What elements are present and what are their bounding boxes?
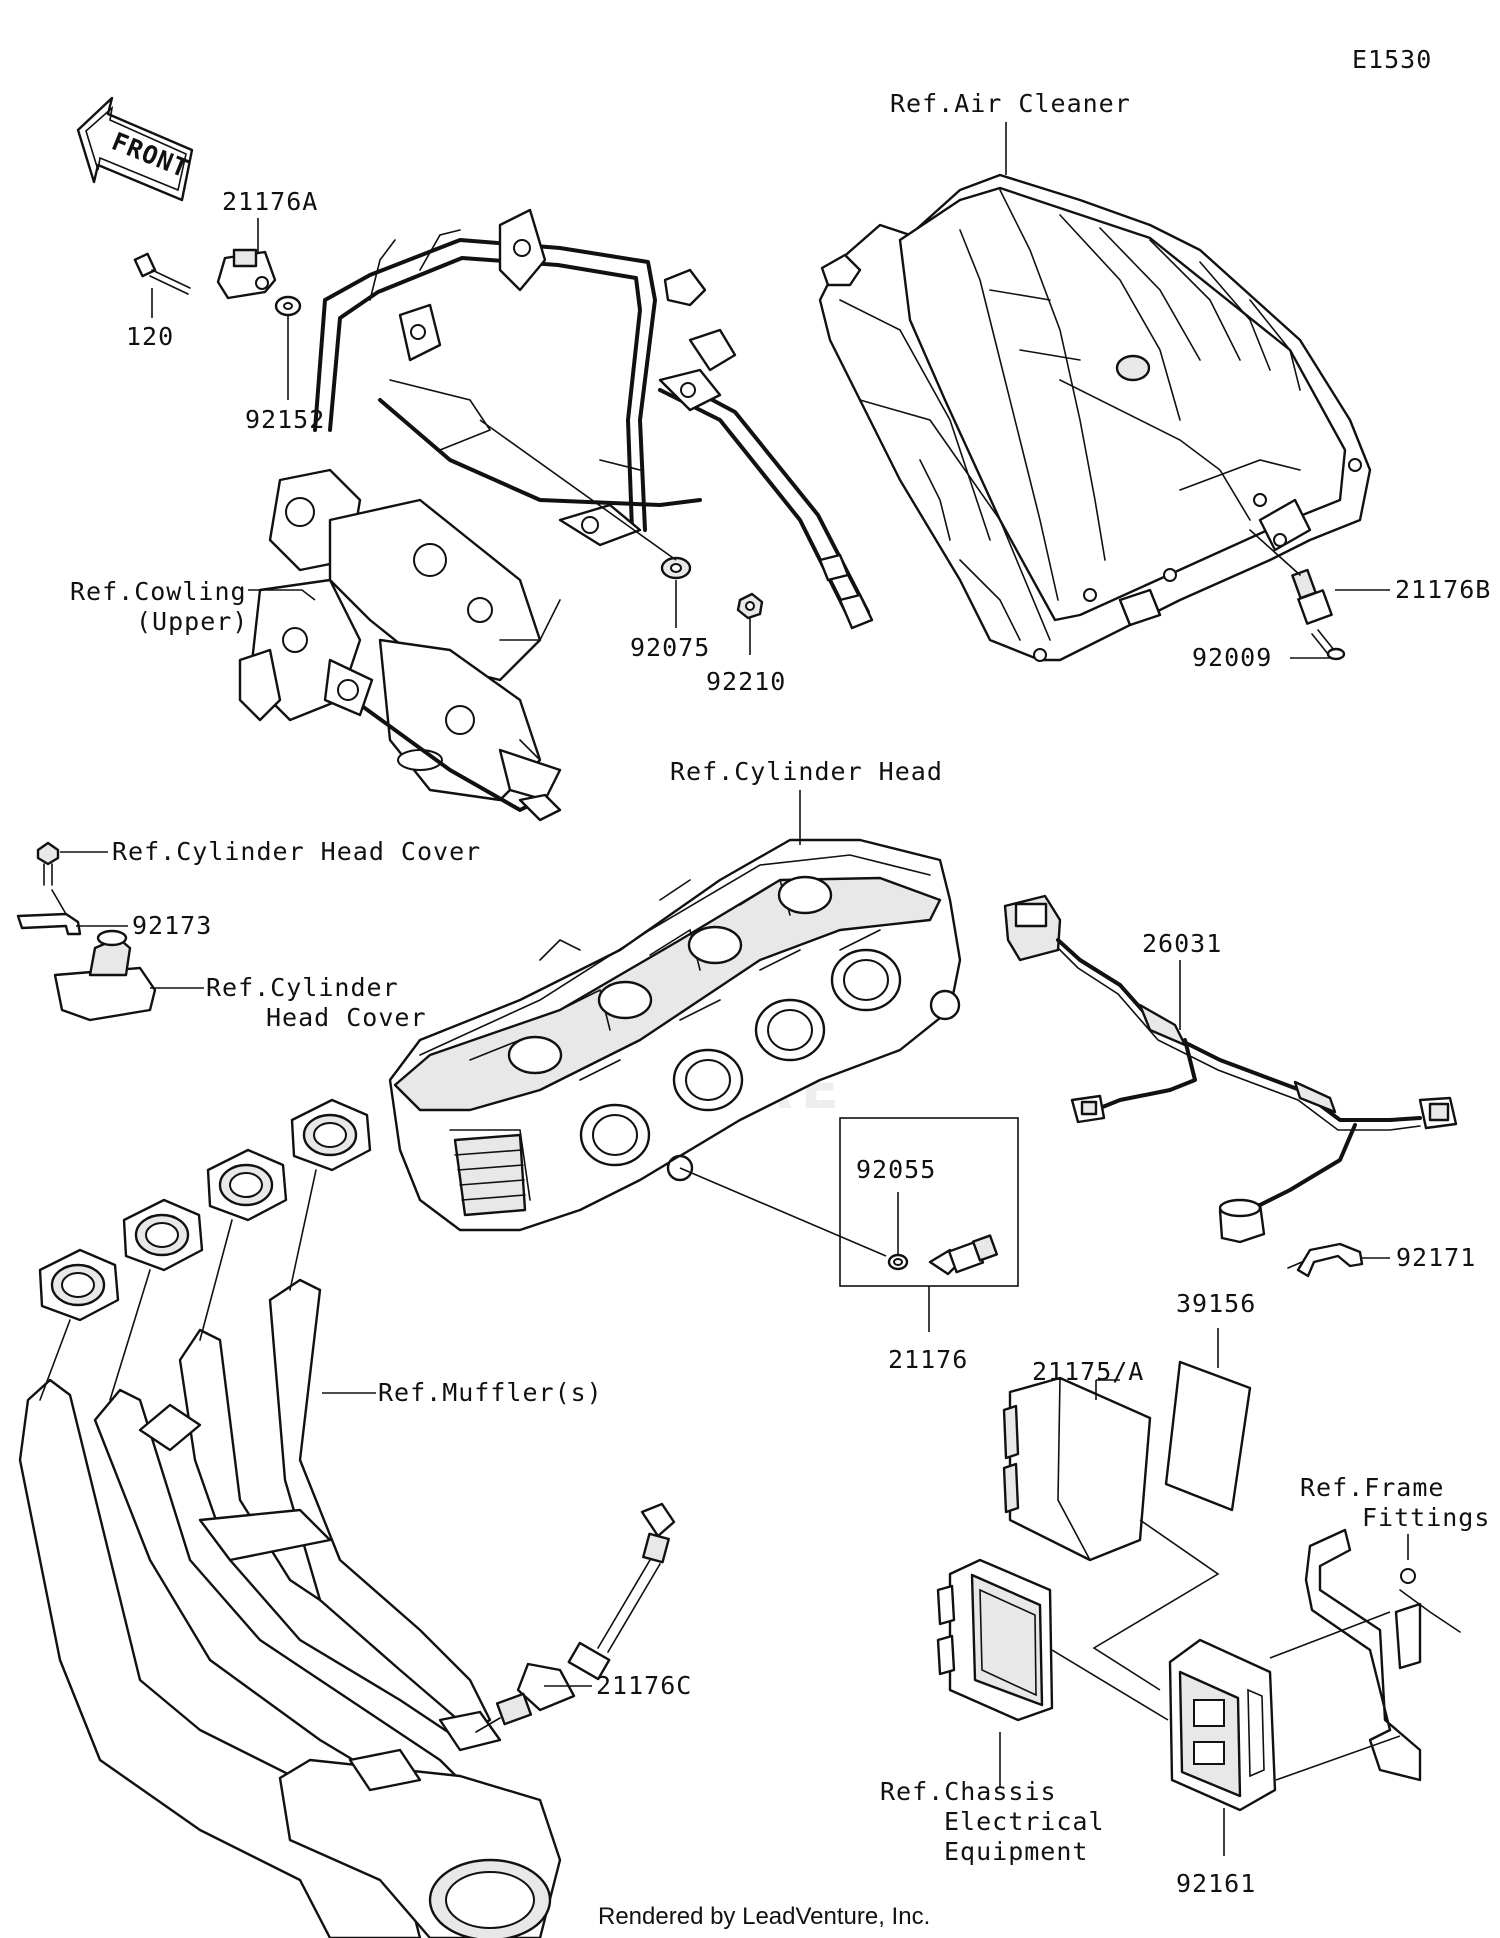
- air-cleaner: [818, 173, 1372, 662]
- label-92009: 92009: [1192, 643, 1272, 672]
- label-cowling-upper: (Upper): [136, 607, 248, 636]
- cylinder-head-leader-lines: [679, 790, 887, 1257]
- label-ref-cylinder-b1: Ref.Cylinder: [206, 973, 399, 1002]
- label-21175A: 21175/A: [1032, 1357, 1144, 1386]
- label-92075: 92075: [630, 633, 710, 662]
- head-cover-leader-lines: [60, 851, 204, 989]
- sheet-39156: [1164, 1360, 1252, 1512]
- exhaust-headers: [18, 1098, 562, 1938]
- sensor-21176A: [216, 248, 277, 300]
- label-92171: 92171: [1396, 1243, 1476, 1272]
- frame-bracket: [1304, 1528, 1461, 1782]
- label-ref-chassis: Ref.Chassis: [880, 1777, 1057, 1806]
- label-21176A: 21176A: [222, 187, 318, 216]
- breather-cover: [53, 929, 157, 1022]
- exhaust-leader-lines: [322, 1392, 592, 1687]
- label-26031: 26031: [1142, 929, 1222, 958]
- credit-text: Rendered by LeadVenture, Inc.: [598, 1903, 930, 1930]
- label-ref-cylinder-b2: Head Cover: [266, 1003, 427, 1032]
- diagram-code: E1530: [1352, 45, 1432, 74]
- label-ref-mufflers: Ref.Muffler(s): [378, 1378, 603, 1407]
- label-21176: 21176: [888, 1345, 968, 1374]
- header-flange-3: [206, 1148, 288, 1222]
- label-cowling-ref: Ref.Cowling: [70, 577, 247, 606]
- front-arrow-icon: FRONT: [76, 96, 194, 202]
- sensor-21176B: [1249, 529, 1333, 625]
- sub-frame: [238, 208, 874, 822]
- air-cleaner-leader-lines: [1005, 122, 1390, 659]
- label-92152: 92152: [245, 405, 325, 434]
- label-120: 120: [126, 322, 174, 351]
- bolt-120: [133, 252, 191, 295]
- label-equipment: Equipment: [944, 1837, 1088, 1866]
- header-flange-2: [122, 1198, 204, 1272]
- o2-sensor-21176C: [475, 1502, 676, 1733]
- screw-92009: [1311, 629, 1346, 661]
- label-ref-cylinder-head-cover-a: Ref.Cylinder Head Cover: [112, 837, 481, 866]
- harness-26031: [1003, 894, 1458, 1244]
- ecu-case-92161: [1168, 1638, 1277, 1812]
- label-92055: 92055: [856, 1155, 936, 1184]
- nut-92210: [736, 592, 764, 620]
- harness-leader-lines: [1179, 960, 1390, 1259]
- sensor-21176-group: [839, 1117, 1019, 1332]
- header-flange-4: [290, 1098, 372, 1172]
- label-39156: 39156: [1176, 1289, 1256, 1318]
- label-92210: 92210: [706, 667, 786, 696]
- clamp-92171: [1287, 1242, 1364, 1278]
- label-ref-cylinder-head: Ref.Cylinder Head: [670, 757, 943, 786]
- label-21176C: 21176C: [596, 1671, 692, 1700]
- label-92161: 92161: [1176, 1869, 1256, 1898]
- grommet-92075: [660, 556, 692, 580]
- ref-chassis-module: [936, 1558, 1054, 1722]
- bracket-92173: [16, 889, 82, 936]
- label-21176B: 21176B: [1395, 575, 1491, 604]
- label-fittings: Fittings: [1362, 1503, 1490, 1532]
- grommet-92152: [274, 295, 302, 317]
- frame-leader-lines: [151, 218, 751, 655]
- bolt-cylinder-head-cover: [36, 841, 60, 886]
- label-ref-frame: Ref.Frame: [1300, 1473, 1444, 1502]
- header-flange-1: [38, 1248, 120, 1322]
- cylinder-head: [388, 838, 962, 1232]
- ecu-assembly-lines: [999, 1328, 1409, 1856]
- label-electrical: Electrical: [944, 1807, 1105, 1836]
- ecu-21175A: [1002, 1376, 1152, 1562]
- label-92173: 92173: [132, 911, 212, 940]
- label-ref-air-cleaner: Ref.Air Cleaner: [890, 89, 1131, 118]
